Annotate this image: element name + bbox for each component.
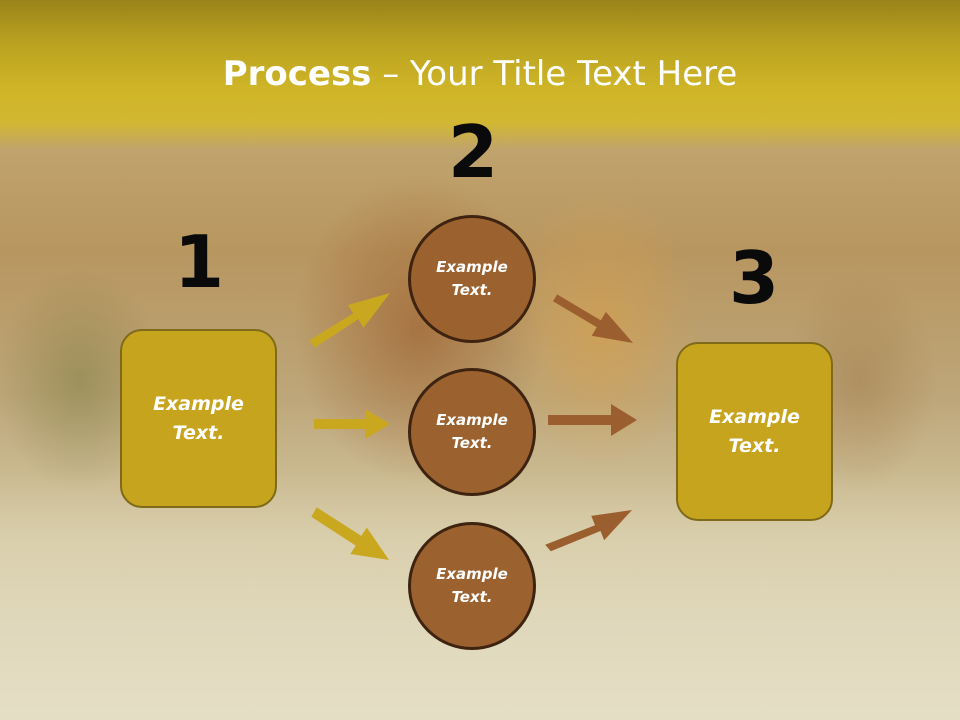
step-1-number: 1 [173, 220, 225, 304]
step-2-circle-bottom: Example Text. [408, 522, 536, 650]
arrow-down-right-brown [553, 294, 633, 343]
title-bar [0, 0, 960, 150]
arrow-up-right-brown [545, 510, 632, 552]
step-1-box: Example Text. [120, 329, 277, 508]
title-bold: Process [222, 54, 372, 94]
step-2-circle-top-text: Example Text. [436, 258, 508, 299]
brown-arrows [545, 294, 637, 552]
arrow-right-gold [314, 409, 390, 439]
gold-arrows [309, 293, 390, 560]
step-2-circle-top: Example Text. [408, 215, 536, 343]
arrow-right-brown [548, 404, 637, 436]
slide-title: Process – Your Title Text Here [0, 52, 960, 96]
step-1-text: Example Text. [153, 392, 244, 444]
arrow-up-right-gold [309, 293, 390, 348]
step-3-box: Example Text. [676, 342, 833, 521]
step-2-circle-bottom-text: Example Text. [436, 565, 508, 606]
title-rest: – Your Title Text Here [371, 54, 738, 94]
step-2-number: 2 [447, 110, 499, 194]
step-2-circle-middle-text: Example Text. [436, 411, 508, 452]
step-2-circle-middle: Example Text. [408, 368, 536, 496]
step-3-text: Example Text. [709, 405, 800, 457]
step-3-number: 3 [728, 236, 780, 320]
arrow-down-right-gold [311, 507, 389, 560]
